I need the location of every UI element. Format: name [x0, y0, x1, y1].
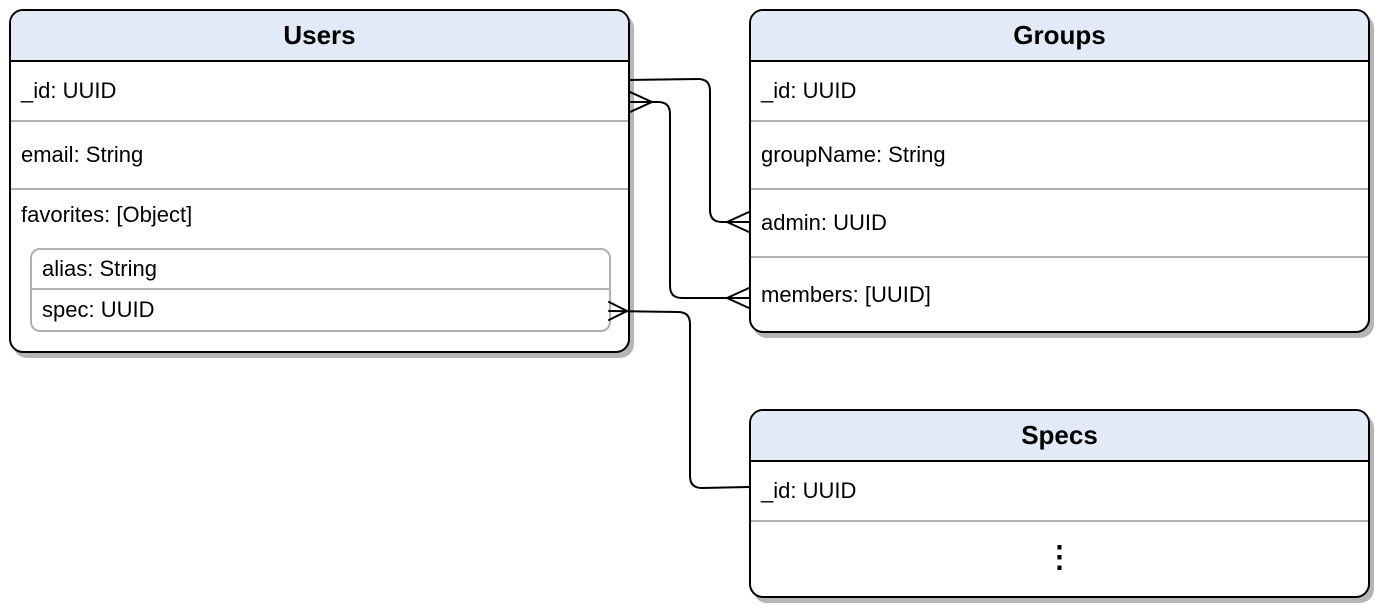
specs-field-id: _id: UUID	[751, 462, 1368, 522]
crowfoot-groups-members	[726, 287, 750, 309]
users-table: Users _id: UUID email: String favorites:…	[9, 9, 630, 353]
specs-more-fields: ⋮	[751, 522, 1368, 596]
users-field-email: email: String	[11, 122, 628, 190]
groups-field-members: members: [UUID]	[761, 281, 931, 307]
users-field-favorites: favorites: [Object]	[21, 202, 193, 227]
users-field-favorites-row: favorites: [Object] alias: String spec: …	[11, 190, 628, 351]
connector-favorites-spec-to-specs-id	[608, 310, 750, 489]
favorites-field-spec: spec: UUID	[42, 297, 155, 322]
groups-field-id: _id: UUID	[751, 62, 1368, 122]
groups-table-title: Groups	[751, 11, 1368, 62]
favorites-object-box: alias: String spec: UUID	[30, 248, 611, 332]
vertical-ellipsis-icon: ⋮	[1044, 540, 1075, 574]
connector-users-id-to-groups-admin	[629, 78, 750, 223]
groups-table: Groups _id: UUID groupName: String admin…	[749, 9, 1370, 333]
connector-users-id-to-groups-members	[629, 101, 750, 299]
users-table-title: Users	[11, 11, 628, 62]
specs-table-title: Specs	[751, 411, 1368, 462]
crowfoot-users-id	[629, 91, 653, 113]
specs-table: Specs _id: UUID ⋮	[749, 409, 1370, 598]
users-field-id: _id: UUID	[11, 62, 628, 122]
crowfoot-groups-admin	[726, 211, 750, 233]
groups-field-groupname: groupName: String	[751, 122, 1368, 190]
favorites-field-alias: alias: String	[32, 250, 609, 290]
groups-field-admin: admin: UUID	[751, 190, 1368, 258]
